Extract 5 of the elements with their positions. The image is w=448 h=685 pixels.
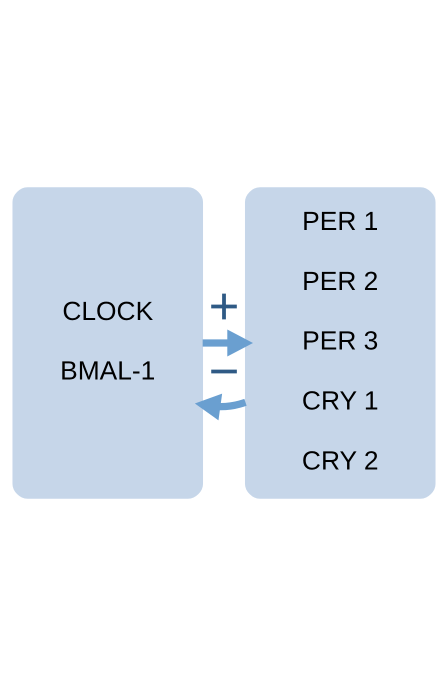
edge-label: −: [208, 341, 240, 400]
arrow: [202, 329, 254, 356]
node-box: PER 1 PER 2 PER 3 CRY 1 CRY 2: [244, 186, 436, 498]
node-box: CLOCK BMAL-1: [12, 186, 204, 498]
edge-label: +: [208, 276, 240, 336]
